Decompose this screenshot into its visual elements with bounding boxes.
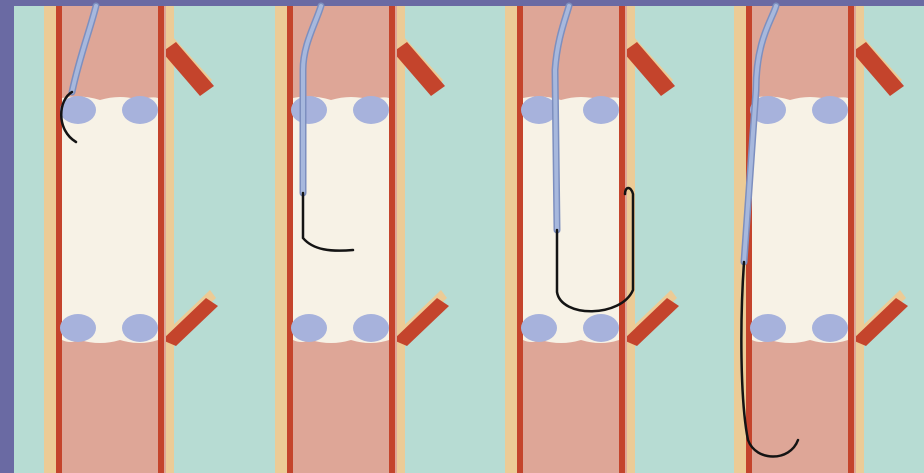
proximal-cap-left	[291, 96, 327, 124]
distal-cap-left	[521, 314, 557, 342]
left-wall-lining	[287, 6, 293, 473]
proximal-cap-right	[353, 96, 389, 124]
distal-cap-left	[60, 314, 96, 342]
right-wall-lining	[619, 6, 625, 473]
left-wall-lining	[517, 6, 523, 473]
right-wall-lining	[158, 6, 164, 473]
right-wall-lining	[848, 6, 854, 473]
occlusion	[62, 96, 158, 343]
distal-cap-left	[291, 314, 327, 342]
proximal-cap-left	[521, 96, 557, 124]
occlusion	[293, 96, 389, 343]
proximal-cap-right	[583, 96, 619, 124]
left-wall-lining	[56, 6, 62, 473]
occlusion	[523, 96, 619, 343]
right-wall-lining	[389, 6, 395, 473]
proximal-cap-right	[122, 96, 158, 124]
distal-cap-left	[750, 314, 786, 342]
distal-cap-right	[353, 314, 389, 342]
distal-cap-right	[583, 314, 619, 342]
distal-cap-right	[122, 314, 158, 342]
distal-cap-right	[812, 314, 848, 342]
occlusion	[752, 96, 848, 343]
proximal-cap-right	[812, 96, 848, 124]
